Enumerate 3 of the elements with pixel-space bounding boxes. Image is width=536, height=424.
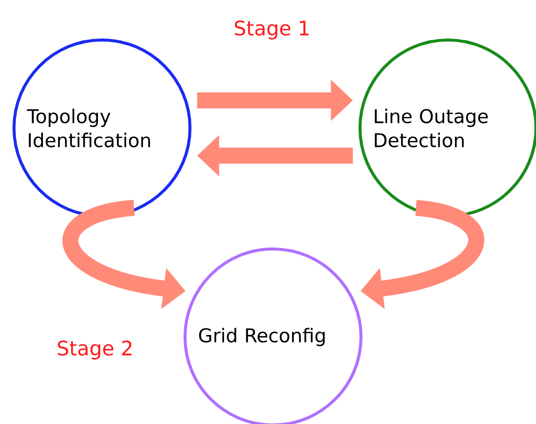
stage-label: Stage 1 [234, 20, 309, 40]
stage-label: Stage 2 [58, 340, 132, 360]
circle-node: Topology Identification [12, 38, 192, 218]
